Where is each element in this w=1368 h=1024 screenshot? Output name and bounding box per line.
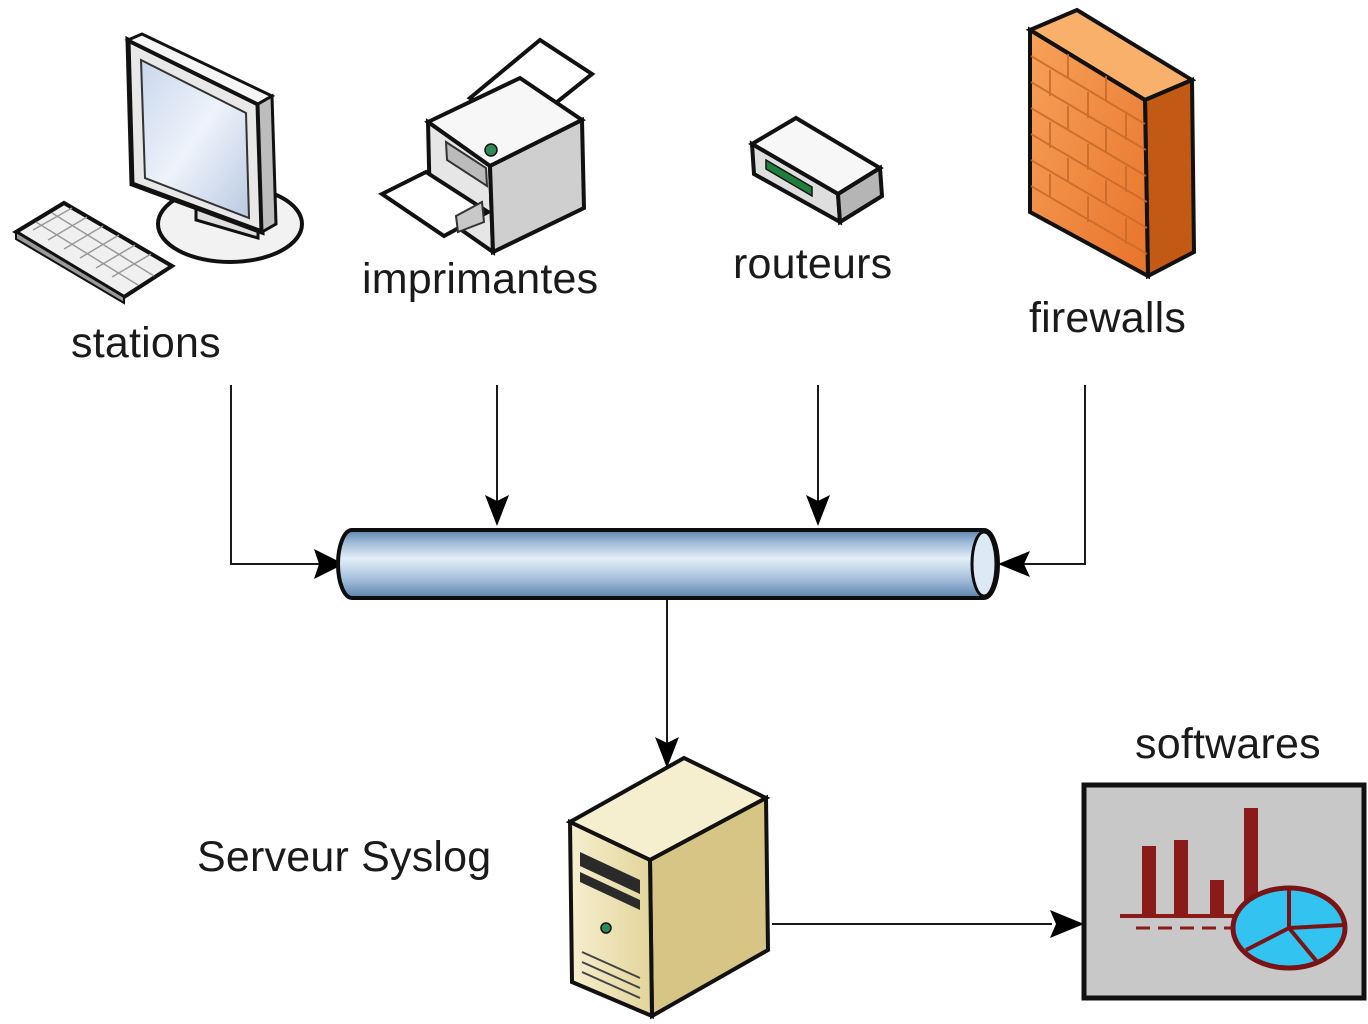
workstation-icon bbox=[12, 32, 304, 305]
label-server: Serveur Syslog bbox=[197, 833, 492, 881]
router-icon bbox=[748, 115, 885, 226]
software-bar-2 bbox=[1174, 840, 1188, 914]
label-softwares: softwares bbox=[1135, 720, 1321, 768]
firewall-icon bbox=[1025, 7, 1197, 280]
label-routeurs: routeurs bbox=[733, 240, 893, 288]
connector-firewalls bbox=[1020, 385, 1086, 565]
label-stations: stations bbox=[71, 319, 221, 367]
label-imprimantes: imprimantes bbox=[362, 255, 599, 303]
network-bus-pipe bbox=[336, 528, 1000, 600]
label-firewalls: firewalls bbox=[1029, 294, 1187, 342]
connector-stations bbox=[230, 385, 322, 565]
connectors bbox=[230, 385, 1086, 925]
arrowhead-routeurs bbox=[806, 495, 830, 526]
arrowhead-imprimantes bbox=[485, 495, 509, 526]
software-pie bbox=[1230, 885, 1348, 971]
chart-software-icon bbox=[1081, 782, 1367, 1001]
arrowhead-server bbox=[655, 737, 679, 768]
software-bar-1 bbox=[1142, 846, 1156, 914]
arrowheads bbox=[314, 495, 1084, 938]
server-icon bbox=[565, 755, 771, 1020]
printer-icon bbox=[378, 37, 596, 256]
software-bar-4 bbox=[1244, 808, 1258, 914]
arrowhead-firewalls bbox=[998, 551, 1030, 577]
arrowhead-stations bbox=[314, 549, 344, 579]
software-bar-3 bbox=[1210, 880, 1224, 914]
arrowhead-softwares bbox=[1050, 910, 1084, 938]
